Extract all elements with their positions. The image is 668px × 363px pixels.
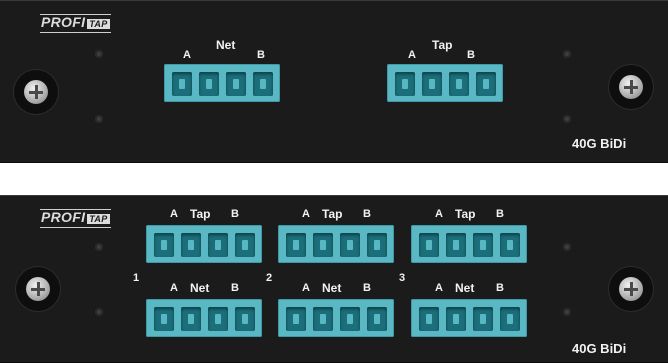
ch1-tap-label: Tap [190,207,211,221]
ch3-tap-fiber-connector[interactable] [411,225,527,263]
net-group-label: Net [216,38,236,52]
tap-port-b-label: B [467,49,475,61]
net-port-a-label: A [183,49,191,61]
ch3-tap-b-label: B [496,208,504,220]
thumbscrew-icon[interactable] [609,65,653,109]
screw-icon [563,308,571,316]
model-label: 40G BiDi [572,341,627,356]
ch1-net-b-label: B [231,282,239,294]
ch1-tap-b-label: B [231,208,239,220]
ch2-net-fiber-connector[interactable] [278,299,394,337]
screw-icon [95,115,103,123]
ch3-tap-a-label: A [435,208,443,220]
tap-fiber-connector[interactable] [387,64,503,102]
ch3-net-a-label: A [435,282,443,294]
channel-number-1: 1 [133,272,140,284]
ch2-tap-label: Tap [322,207,343,221]
ch2-tap-a-label: A [302,208,310,220]
ch1-net-label: Net [190,281,210,295]
ch3-net-b-label: B [496,282,504,294]
ch2-tap-b-label: B [363,208,371,220]
thumbscrew-icon[interactable] [14,70,58,114]
ch3-net-label: Net [455,281,475,295]
ch1-tap-a-label: A [170,208,178,220]
ch1-net-a-label: A [170,282,178,294]
screw-icon [95,243,103,251]
screw-icon [563,243,571,251]
ch2-net-b-label: B [363,282,371,294]
screw-icon [563,115,571,123]
tap-port-a-label: A [408,49,416,61]
channel-number-3: 3 [399,272,406,284]
ch1-tap-fiber-connector[interactable] [146,225,262,263]
tap-group-label: Tap [432,38,453,52]
model-label: 40G BiDi [572,136,627,151]
ch1-net-fiber-connector[interactable] [146,299,262,337]
net-fiber-connector[interactable] [164,64,280,102]
thumbscrew-icon[interactable] [609,267,653,311]
thumbscrew-icon[interactable] [16,267,60,311]
ch2-tap-fiber-connector[interactable] [278,225,394,263]
screw-icon [95,50,103,58]
ch2-net-label: Net [322,281,342,295]
ch2-net-a-label: A [302,282,310,294]
ch3-net-fiber-connector[interactable] [411,299,527,337]
ch3-tap-label: Tap [455,207,476,221]
net-port-b-label: B [257,49,265,61]
screw-icon [563,50,571,58]
channel-number-2: 2 [266,272,273,284]
screw-icon [95,308,103,316]
